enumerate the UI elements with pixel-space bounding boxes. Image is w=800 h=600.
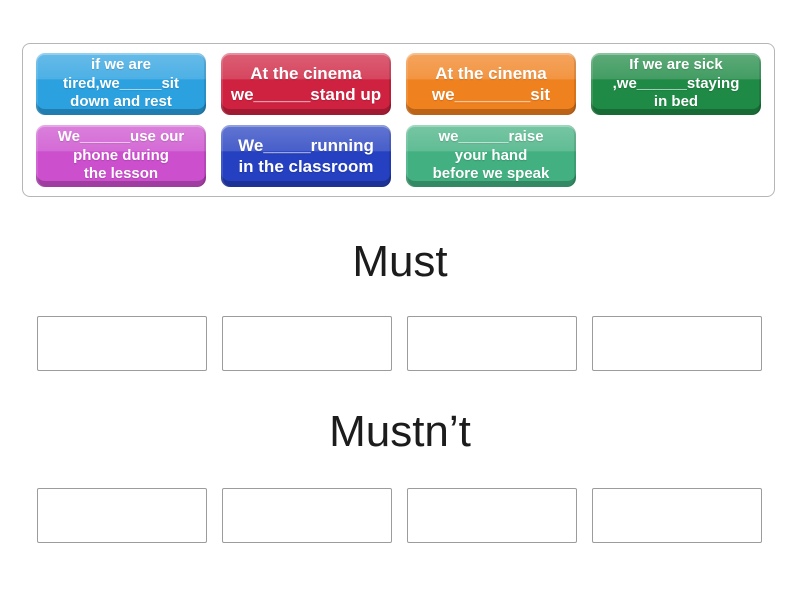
must-slots-row [37,316,762,371]
draggable-card[interactable]: if we are tired,we_____sit down and rest [36,53,206,115]
draggable-card[interactable]: If we are sick ,we______staying in bed [591,53,761,115]
drop-slot[interactable] [592,488,762,543]
drop-slot[interactable] [37,488,207,543]
group-heading-mustnt: Mustn’t [329,407,471,456]
draggable-card[interactable]: We_____running in the classroom [221,125,391,187]
cards-tray: if we are tired,we_____sit down and rest… [22,43,775,197]
draggable-card[interactable]: We______use our phone during the lesson [36,125,206,187]
draggable-card[interactable]: At the cinema we________sit [406,53,576,115]
drop-slot[interactable] [592,316,762,371]
drop-slot[interactable] [407,316,577,371]
mustnt-slots-row [37,488,762,543]
group-heading-must: Must [352,237,448,286]
drop-slot[interactable] [222,316,392,371]
draggable-card[interactable]: we______raise your hand before we speak [406,125,576,187]
drop-slot[interactable] [407,488,577,543]
draggable-card[interactable]: At the cinema we______stand up [221,53,391,115]
drop-slot[interactable] [222,488,392,543]
drop-slot[interactable] [37,316,207,371]
